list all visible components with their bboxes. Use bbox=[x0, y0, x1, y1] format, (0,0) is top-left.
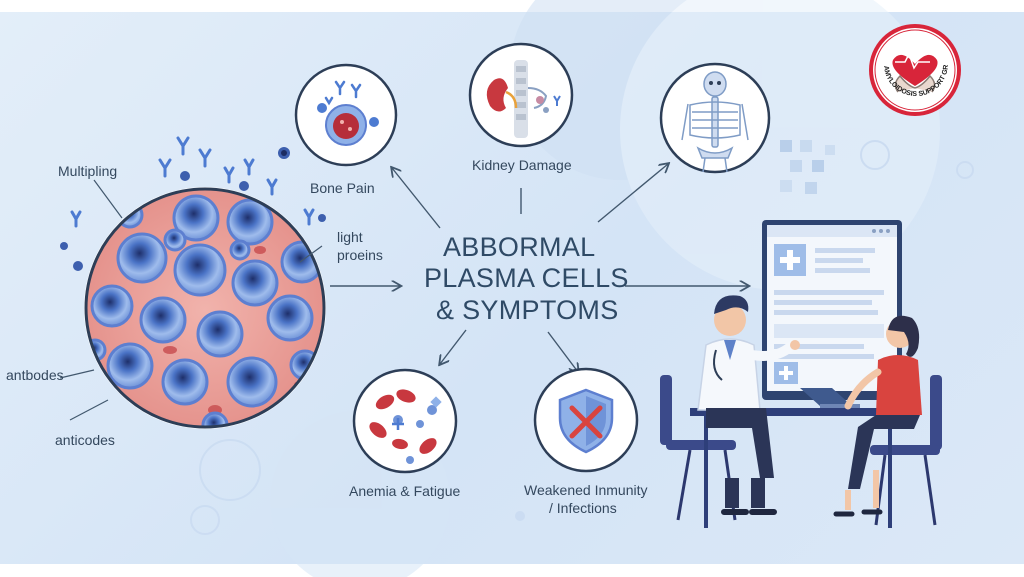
medical-monitor bbox=[762, 220, 902, 400]
label-antibodies: antbodes bbox=[6, 367, 64, 383]
label-light-proteins-line1: light bbox=[337, 229, 363, 245]
logo-lettering: AMYLOIDOSIS SUPPORT GROUP OF INDIA bbox=[0, 0, 950, 98]
kidney-icon bbox=[468, 42, 574, 148]
label-weakened-immunity-line1: Weakened Inmunity bbox=[524, 482, 648, 498]
title-line-1: ABBORMAL bbox=[443, 232, 596, 262]
label-anemia-fatigue: Anemia & Fatigue bbox=[349, 483, 461, 499]
title-line-2: PLASMA CELLS bbox=[424, 263, 629, 294]
consultation-scene bbox=[660, 295, 942, 528]
main-title: ABBORMAL PLASMA CELLS & SYMPTOMS bbox=[408, 232, 629, 326]
label-weakened-immunity-line2: / Infections bbox=[549, 500, 617, 516]
label-anticodes: anticodes bbox=[55, 432, 115, 448]
leader-lines bbox=[59, 179, 323, 421]
skeleton-icon bbox=[659, 62, 771, 174]
support-group-logo bbox=[869, 24, 961, 116]
anemia-icon bbox=[352, 368, 458, 474]
connector-arrows bbox=[330, 164, 748, 372]
svg-text:AMYLOIDOSIS SUPPORT GROUP OF I: AMYLOIDOSIS SUPPORT GROUP OF INDIA bbox=[0, 0, 950, 98]
floating-small-cells bbox=[60, 147, 326, 271]
floating-antibodies bbox=[70, 136, 315, 228]
label-bone-pain: Bone Pain bbox=[310, 180, 375, 196]
pixel-decoration bbox=[780, 140, 835, 194]
label-light-proteins-line2: proeins bbox=[337, 247, 383, 263]
shield-x-icon bbox=[533, 367, 639, 473]
title-line-3: & SYMPTOMS bbox=[436, 294, 619, 325]
bone-pain-icon bbox=[294, 63, 398, 167]
label-kidney-damage: Kidney Damage bbox=[472, 157, 572, 173]
label-multiplying: Multipling bbox=[58, 163, 118, 179]
